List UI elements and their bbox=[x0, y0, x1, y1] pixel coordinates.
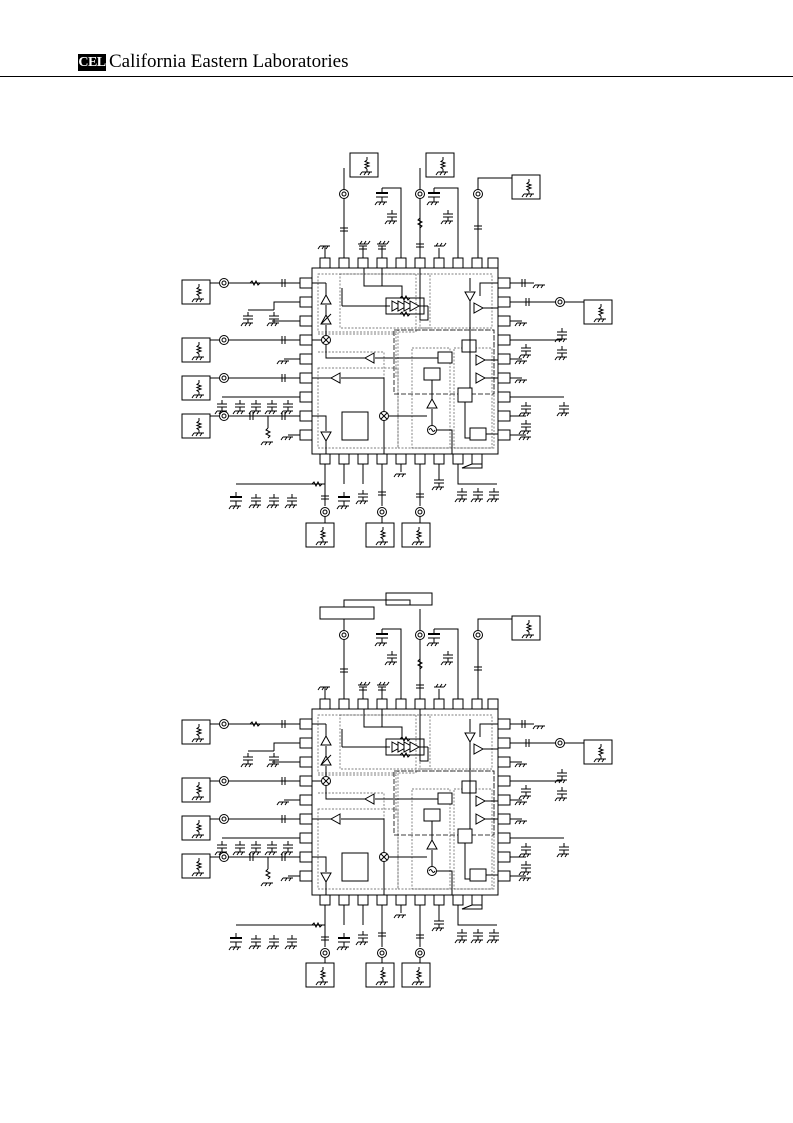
circuit-top bbox=[182, 153, 612, 547]
blank-box-left bbox=[319, 606, 375, 620]
blank-box-right bbox=[385, 592, 433, 606]
company-name: California Eastern Laboratories bbox=[109, 51, 349, 72]
page-header: CEL California Eastern Laboratories bbox=[0, 0, 793, 77]
circuit-bottom bbox=[182, 592, 612, 987]
logo-text: CEL bbox=[78, 54, 106, 70]
cel-logo: CEL bbox=[78, 54, 106, 71]
